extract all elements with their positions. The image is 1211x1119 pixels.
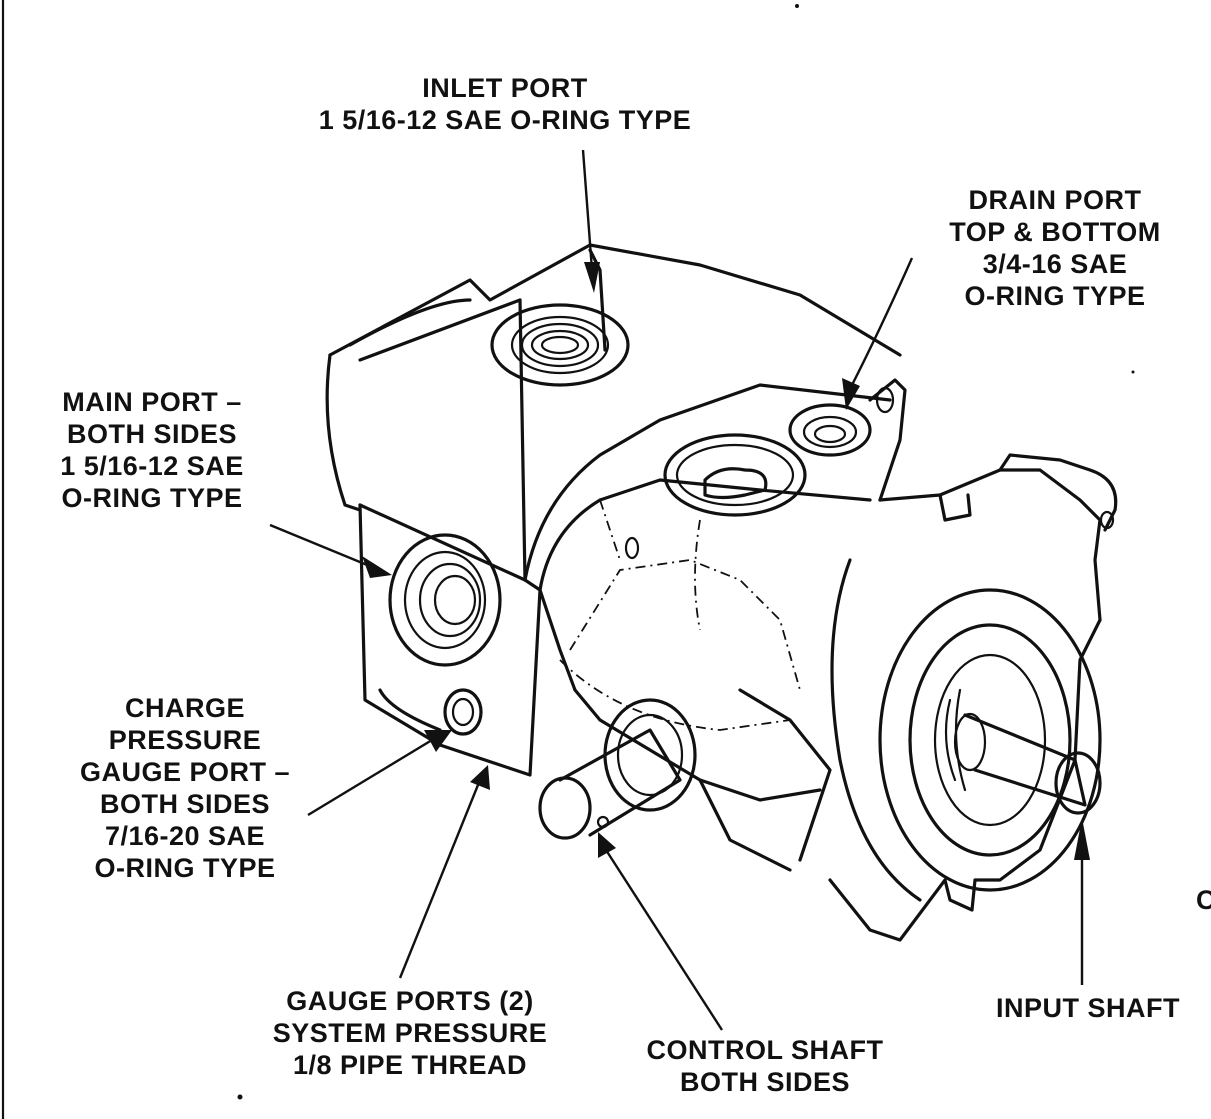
pilot-ring-outer: [878, 588, 1102, 892]
hidden-line-3: [599, 499, 621, 561]
center-upper: [538, 498, 602, 592]
drain-port-thread: 3/4-16 SAE: [982, 249, 1128, 279]
input-shaft-label: INPUT SHAFT: [968, 992, 1208, 1024]
inlet-port: [490, 303, 630, 387]
edge-fragment-label: C: [1196, 884, 1211, 916]
leader-lines: [269, 149, 1090, 1031]
hidden-line-4: [694, 519, 701, 631]
lower-face: [698, 778, 792, 872]
flange-left-rim: [830, 558, 922, 902]
main-port-location: BOTH SIDES: [66, 419, 238, 449]
gauge-ports-purpose: SYSTEM PRESSURE: [272, 1018, 548, 1048]
drain-port: [788, 386, 895, 457]
hidden-line-1: [569, 559, 801, 691]
main-port-title: MAIN PORT –: [62, 387, 242, 417]
bore-thread-1: [944, 698, 957, 782]
charge-pressure-line-4: BOTH SIDES: [99, 789, 271, 819]
inlet-port-title: INLET PORT: [422, 73, 588, 103]
rear-face-lower: [378, 688, 442, 732]
rear-left-edge: [325, 353, 362, 512]
hidden-line-2: [559, 659, 791, 731]
flange-tab: [938, 493, 972, 522]
lower-rib: [738, 688, 832, 862]
charge-pressure-line-1: CHARGE: [124, 693, 245, 723]
flange-bolt-hole: [1099, 510, 1115, 530]
rear-face: [358, 503, 542, 777]
drain-port-title: DRAIN PORT: [968, 185, 1142, 215]
charge-pressure-thread: 7/16-20 SAE: [104, 821, 266, 851]
gauge-ports-title: GAUGE PORTS (2): [286, 986, 534, 1016]
input-shaft: [953, 712, 1102, 815]
rear-cap-inner: [358, 298, 522, 362]
input-shaft-title: INPUT SHAFT: [996, 993, 1180, 1023]
control-shaft-label: CONTROL SHAFT BOTH SIDES: [605, 1034, 925, 1098]
body-edge-2: [588, 248, 607, 352]
drain-leader: [850, 257, 914, 386]
charge-leader: [307, 738, 433, 817]
drain-port-type: O-RING TYPE: [964, 281, 1146, 311]
gauge-ports-label: GAUGE PORTS (2) SYSTEM PRESSURE 1/8 PIPE…: [235, 985, 585, 1081]
flange-top: [878, 468, 1102, 622]
main-port-thread: 1 5/16-12 SAE: [60, 451, 244, 481]
body-top-front: [523, 383, 892, 582]
shaft-bore: [933, 653, 1047, 827]
pilot-ring-inner: [908, 623, 1072, 857]
pump-body: [325, 243, 1118, 942]
main-port-leader: [269, 523, 373, 569]
main-port: [388, 533, 502, 667]
rear-cap-curve: [348, 298, 472, 347]
gauge-ports-thread: 1/8 PIPE THREAD: [292, 1050, 528, 1080]
inlet-port-label: INLET PORT 1 5/16-12 SAE O-RING TYPE: [270, 72, 740, 136]
control-shaft-title: CONTROL SHAFT: [646, 1035, 884, 1065]
drain-port-location: TOP & BOTTOM: [949, 217, 1161, 247]
flange-upper-boss: [998, 453, 1118, 532]
main-port-label: MAIN PORT – BOTH SIDES 1 5/16-12 SAE O-R…: [22, 386, 282, 514]
swash-cavity: [624, 433, 807, 560]
edge-fragment-text: C: [1196, 885, 1211, 915]
charge-gauge-port: [443, 688, 483, 736]
drain-boss: [868, 378, 907, 502]
gauge-ports-leader: [398, 779, 482, 979]
inlet-port-spec: 1 5/16-12 SAE O-RING TYPE: [318, 105, 692, 135]
drain-port-label: DRAIN PORT TOP & BOTTOM 3/4-16 SAE O-RIN…: [910, 184, 1200, 312]
flange-outline: [828, 618, 1102, 942]
scan-speck: [237, 1094, 243, 1100]
bore-thread-2: [954, 688, 967, 792]
body-edge-1: [518, 298, 527, 582]
charge-pressure-type: O-RING TYPE: [94, 853, 276, 883]
control-shaft: [538, 698, 697, 840]
center-left: [538, 588, 577, 692]
center-top: [598, 478, 872, 502]
scan-speck: [795, 4, 799, 8]
rear-face-top: [358, 503, 527, 582]
charge-pressure-line-3: GAUGE PORT –: [79, 757, 291, 787]
scan-speck: [1131, 370, 1135, 374]
main-port-type: O-RING TYPE: [61, 483, 243, 513]
control-shaft-leader: [604, 849, 724, 1031]
charge-pressure-label: CHARGE PRESSURE GAUGE PORT – BOTH SIDES …: [50, 692, 320, 884]
control-shaft-location: BOTH SIDES: [679, 1067, 851, 1097]
charge-pressure-line-2: PRESSURE: [108, 725, 262, 755]
inlet-leader: [581, 149, 594, 271]
